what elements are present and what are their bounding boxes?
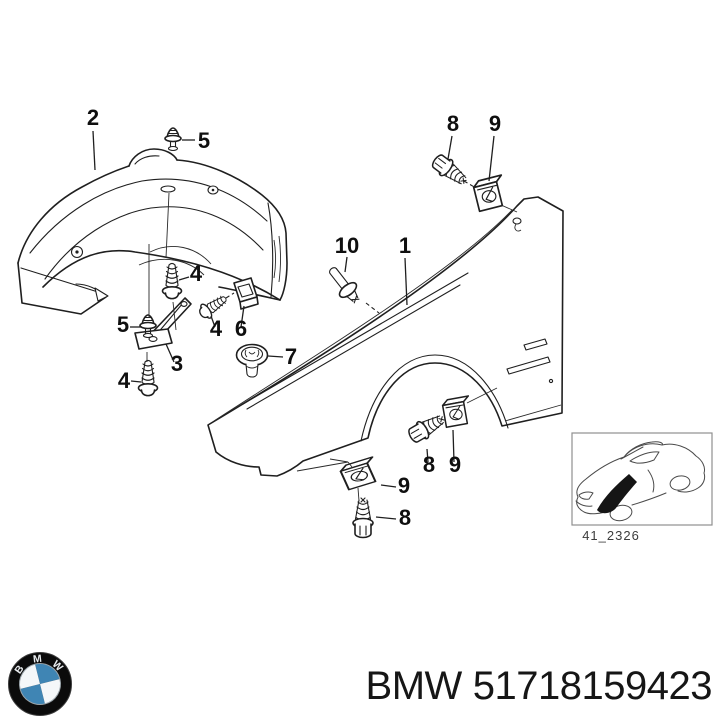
assembly-lines — [146, 180, 518, 502]
callout-4b: 4 — [210, 316, 223, 341]
part-number: 51718159423 — [472, 664, 713, 708]
callout-1: 1 — [399, 233, 411, 258]
clip-part-9b — [441, 395, 470, 429]
bmw-roundel-icon: B M W — [8, 652, 72, 716]
callout-5a: 5 — [198, 128, 210, 153]
thumbnail-caption: 41_2326 — [582, 528, 640, 543]
highlighted-fender-area — [597, 474, 637, 514]
thumbnail-box — [571, 432, 713, 526]
callout-8b: 8 — [423, 452, 435, 477]
screw-part-8a — [428, 150, 472, 191]
callout-10: 10 — [335, 233, 359, 258]
screw-part-4a — [161, 262, 183, 300]
clip-part-9a — [472, 174, 505, 213]
screw-part-8b — [405, 409, 449, 447]
callout-4c: 4 — [118, 368, 131, 393]
callout-2: 2 — [87, 105, 99, 130]
expanding-rivet-part-10 — [329, 267, 360, 304]
callout-8a: 8 — [447, 111, 459, 136]
wheel-arch-liner-part-2 — [17, 148, 288, 315]
square-nut-part-6 — [233, 277, 259, 310]
screw-part-8c — [352, 497, 374, 539]
bmw-letter-m: M — [32, 653, 42, 666]
car-outline-icon — [575, 441, 706, 522]
clip-part-9c — [338, 456, 379, 492]
grommet-part-7 — [235, 343, 269, 378]
screw-part-4c — [137, 359, 159, 397]
callout-7: 7 — [285, 344, 297, 369]
location-thumbnail: 41_2326 — [571, 432, 713, 543]
callout-9c: 9 — [398, 473, 410, 498]
callout-8c: 8 — [399, 505, 411, 530]
callout-6: 6 — [235, 316, 247, 341]
brand-name: BMW — [365, 664, 463, 708]
callout-9a: 9 — [489, 111, 501, 136]
callout-4a: 4 — [190, 261, 203, 286]
callout-3: 3 — [171, 351, 183, 376]
callout-9b: 9 — [449, 452, 461, 477]
front-fender-part-1 — [207, 196, 564, 477]
callout-leader-lines — [92, 130, 495, 520]
callout-5b: 5 — [117, 312, 129, 337]
clip-part-5a — [164, 127, 182, 152]
